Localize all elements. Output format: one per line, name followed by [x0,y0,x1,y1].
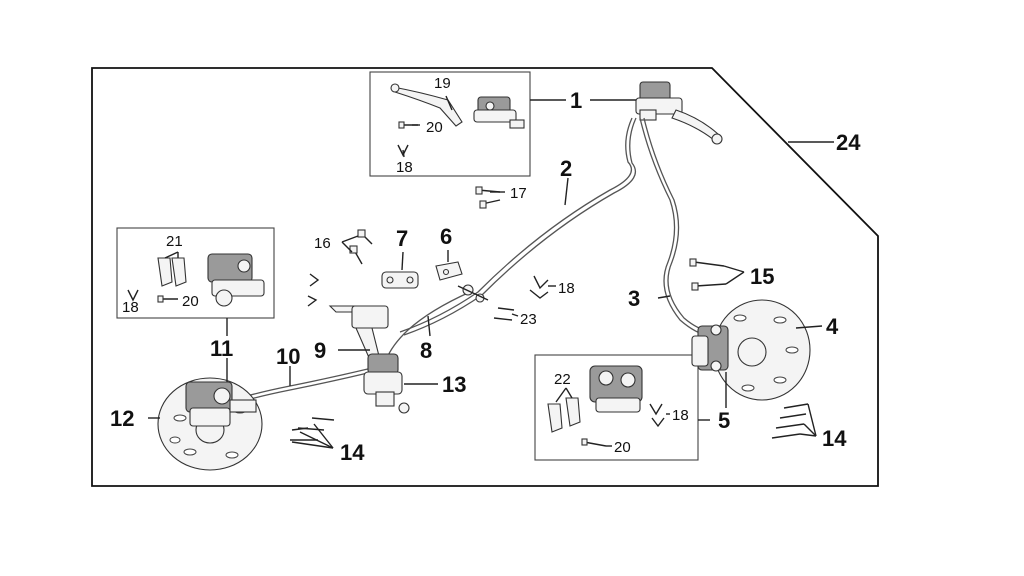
bolts-15 [689,258,727,291]
callout-15: 15 [750,264,774,289]
rear-brake-pads-21 [157,257,187,287]
front-brake-pads-22 [547,397,581,433]
proportioning-valve-13 [363,353,410,414]
clip-18-detail [397,144,409,157]
mounting-bracket-9 [328,305,389,361]
bolt-17 [475,186,501,209]
callout-22: 22 [554,371,571,388]
callout-8: 8 [420,338,432,363]
callout-14-front: 14 [822,426,847,451]
rear-screw-20-detail [157,295,178,303]
callout-14-rear: 14 [340,440,365,465]
callout-18-front: 18 [672,407,689,424]
brake-hose-2-pair [403,117,637,336]
callout-13: 13 [442,372,466,397]
callout-5: 5 [718,408,730,433]
rear-brake-caliper [185,381,257,427]
bolts-14-front [771,403,809,439]
rear-caliper-detail [207,253,265,307]
callout-9: 9 [314,338,326,363]
callout-1: 1 [570,88,582,113]
front-brake-disc [713,299,811,401]
clips-misc-left [307,273,320,307]
rear-caliper-detail-box [116,227,275,319]
leader-lines [148,95,834,449]
bolts-14-rear [290,417,335,441]
front-caliper-detail [589,365,643,413]
rear-clip-18-detail [127,289,139,302]
hose-junction-clamp [457,284,489,303]
callout-11: 11 [210,336,233,361]
callout-19: 19 [434,75,451,92]
callout-18-master: 18 [396,159,413,176]
bolts-16 [349,229,373,265]
callout-21: 21 [166,233,183,250]
callout-23: 23 [520,311,537,328]
brake-lever-detail [390,83,463,127]
callout-16: 16 [314,235,331,252]
callout-7: 7 [396,226,408,251]
handlebar-master-cylinder [635,81,723,145]
callout-3: 3 [628,286,640,311]
front-screw-20-detail [581,438,607,447]
callout-20-rear: 20 [182,293,199,310]
callout-20-front: 20 [614,439,631,456]
callout-6: 6 [440,224,452,249]
callout-2: 2 [560,156,572,181]
clamp-7 [381,271,419,289]
brake-hose-10 [239,367,373,399]
master-cylinder-detail-box [369,71,531,177]
master-cylinder-detail [473,96,525,129]
callout-10: 10 [276,344,300,369]
callout-12: 12 [110,406,134,431]
callout-18-rear: 18 [122,299,139,316]
assembly-frame [91,67,879,487]
clips-18-center [529,275,549,299]
brake-hose-3 [639,117,711,337]
front-brake-caliper [691,324,729,372]
brake-hose-2 [399,117,633,333]
front-clip-18-detail [649,403,665,428]
brake-hose-8 [385,291,471,361]
brake-hose-3-pair [643,117,713,333]
callout-18-center: 18 [558,280,575,297]
callout-4: 4 [826,314,839,339]
callout-20-master: 20 [426,119,443,136]
callout-24: 24 [836,130,861,155]
callout-17: 17 [510,185,527,202]
screws-23 [493,307,515,321]
front-caliper-detail-box [534,354,699,461]
clip-6 [435,261,463,281]
brake-hose-10-pair [239,371,373,403]
